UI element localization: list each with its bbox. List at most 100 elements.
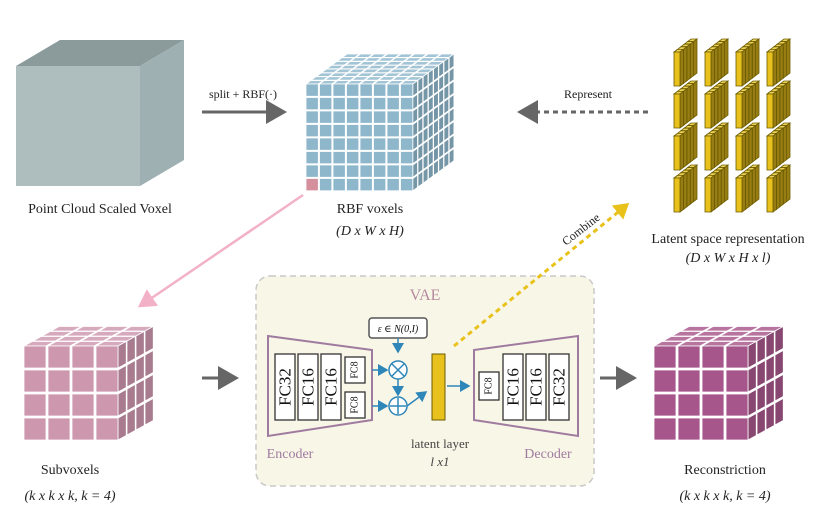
latent-bar-side: [755, 38, 760, 77]
voxel-front: [373, 110, 387, 124]
latent-space-label: Latent space representation: [651, 232, 804, 247]
latent-bar-side: [689, 82, 694, 122]
voxel-side: [135, 354, 145, 383]
latent-bar-front: [735, 177, 743, 213]
voxel-side: [448, 66, 455, 84]
encoder-label: Encoder: [267, 447, 314, 462]
latent-bar-front: [735, 135, 743, 171]
voxel-front: [701, 417, 725, 441]
voxel-side: [417, 75, 424, 94]
voxel-front: [319, 178, 333, 192]
latent-bar-side: [686, 85, 691, 124]
decoder-layer-box: [525, 353, 547, 421]
latent-bar-side: [714, 171, 719, 211]
voxel-side: [747, 412, 757, 441]
latent-layer-bar: [431, 353, 446, 421]
voxel-front: [319, 83, 333, 97]
encoder-trapezoid: [267, 334, 373, 438]
latent-bar-front: [673, 177, 681, 213]
add-to-latent: [406, 391, 428, 407]
combine-arrow: [453, 202, 630, 348]
latent-bar-side: [720, 166, 725, 206]
latent-bar-side: [714, 129, 719, 169]
voxel-front: [47, 393, 71, 417]
latent-bar-side: [748, 43, 753, 82]
voxel-front: [400, 178, 414, 192]
voxel-front: [359, 151, 373, 165]
latent-bar-side: [776, 45, 781, 85]
latent-bar-side: [755, 164, 760, 203]
latent-dims-label: (D x W x H x l): [686, 251, 771, 266]
latent-bar-side: [689, 124, 694, 164]
point-cloud-cube: [16, 40, 184, 186]
voxel-front: [400, 124, 414, 138]
voxel-front: [332, 178, 346, 192]
latent-bar-side: [679, 48, 684, 87]
voxel-front: [346, 178, 360, 192]
voxel-top: [73, 326, 107, 332]
voxel-side: [433, 118, 439, 136]
rbf-voxel-cube: [304, 53, 456, 192]
latent-bar-side: [779, 169, 784, 208]
latent-bar-side: [686, 43, 691, 82]
voxel-side: [427, 149, 434, 167]
voxel-front: [373, 178, 387, 192]
latent-bar-side: [679, 132, 684, 171]
voxel-front: [71, 345, 95, 369]
subvoxels-label: Subvoxels: [41, 463, 99, 478]
voxel-side: [417, 129, 424, 148]
voxel-front: [701, 393, 725, 417]
voxel-front: [725, 393, 749, 417]
latent-bar-side: [745, 171, 750, 211]
voxel-side: [417, 170, 424, 188]
latent-bar-front: [766, 51, 774, 87]
voxel-front: [677, 393, 701, 417]
voxel-front: [386, 178, 400, 192]
voxel-side: [126, 407, 136, 436]
voxel-front: [305, 97, 319, 111]
voxel-side: [438, 141, 444, 160]
voxel-top: [661, 336, 695, 342]
voxel-side: [448, 107, 455, 125]
latent-bar-side: [724, 80, 729, 119]
latent-bar-side: [720, 40, 725, 80]
voxel-side: [443, 124, 450, 142]
voxel-side: [443, 83, 450, 102]
voxel-side: [412, 106, 418, 125]
voxel-front: [373, 124, 387, 138]
voxel-side: [144, 397, 154, 426]
voxel-front: [319, 137, 333, 151]
latent-bar-side: [720, 124, 725, 164]
latent-bar-side: [772, 132, 777, 171]
latent-bar-side: [755, 122, 760, 161]
latent-bar-side: [683, 87, 688, 127]
decoder-trapezoid: [473, 334, 579, 438]
add-op: [388, 396, 408, 416]
voxel-front: [71, 369, 95, 393]
voxel-front: [332, 151, 346, 165]
latent-bar-side: [786, 122, 791, 161]
voxel-side: [443, 97, 450, 115]
encoder-head-mu-box: [344, 356, 366, 384]
voxel-side: [427, 122, 434, 140]
voxel-side: [443, 110, 450, 129]
latent-bar-side: [741, 132, 746, 171]
voxel-front: [71, 417, 95, 441]
latent-bar-side: [724, 38, 729, 77]
latent-bar-side: [693, 122, 698, 161]
voxel-front: [71, 393, 95, 417]
voxel-side: [144, 349, 154, 378]
latent-bar-side: [786, 164, 791, 203]
encoder-layer-label: FC16: [299, 368, 318, 406]
voxel-side: [117, 412, 127, 441]
voxel-front: [23, 345, 47, 369]
reconstruction-dims-label: (k x k x k, k = 4): [679, 489, 770, 504]
voxel-front: [725, 417, 749, 441]
latent-bar-side: [782, 40, 787, 80]
latent-bar-side: [720, 82, 725, 122]
encoder-layer-box: [297, 353, 319, 421]
voxel-front: [386, 124, 400, 138]
latent-bar-side: [748, 169, 753, 208]
